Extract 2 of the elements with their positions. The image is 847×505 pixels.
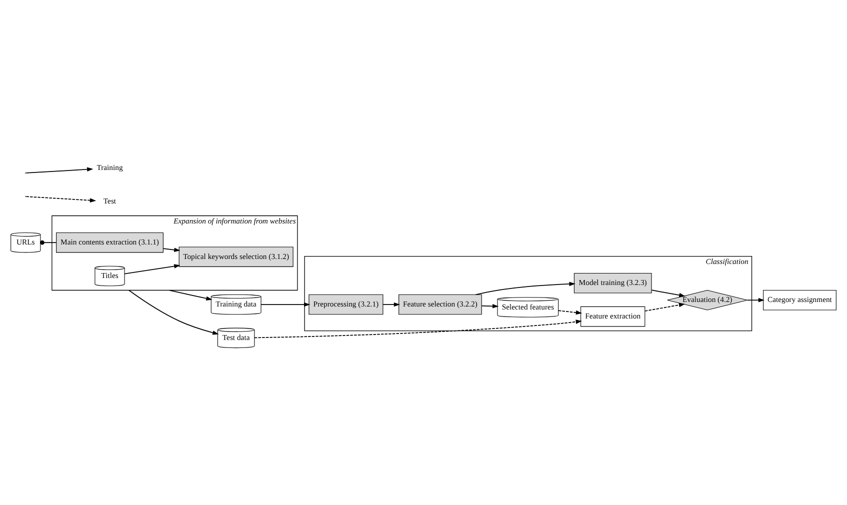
legend-label: Test xyxy=(103,196,116,206)
legend-label: Training xyxy=(96,162,123,172)
